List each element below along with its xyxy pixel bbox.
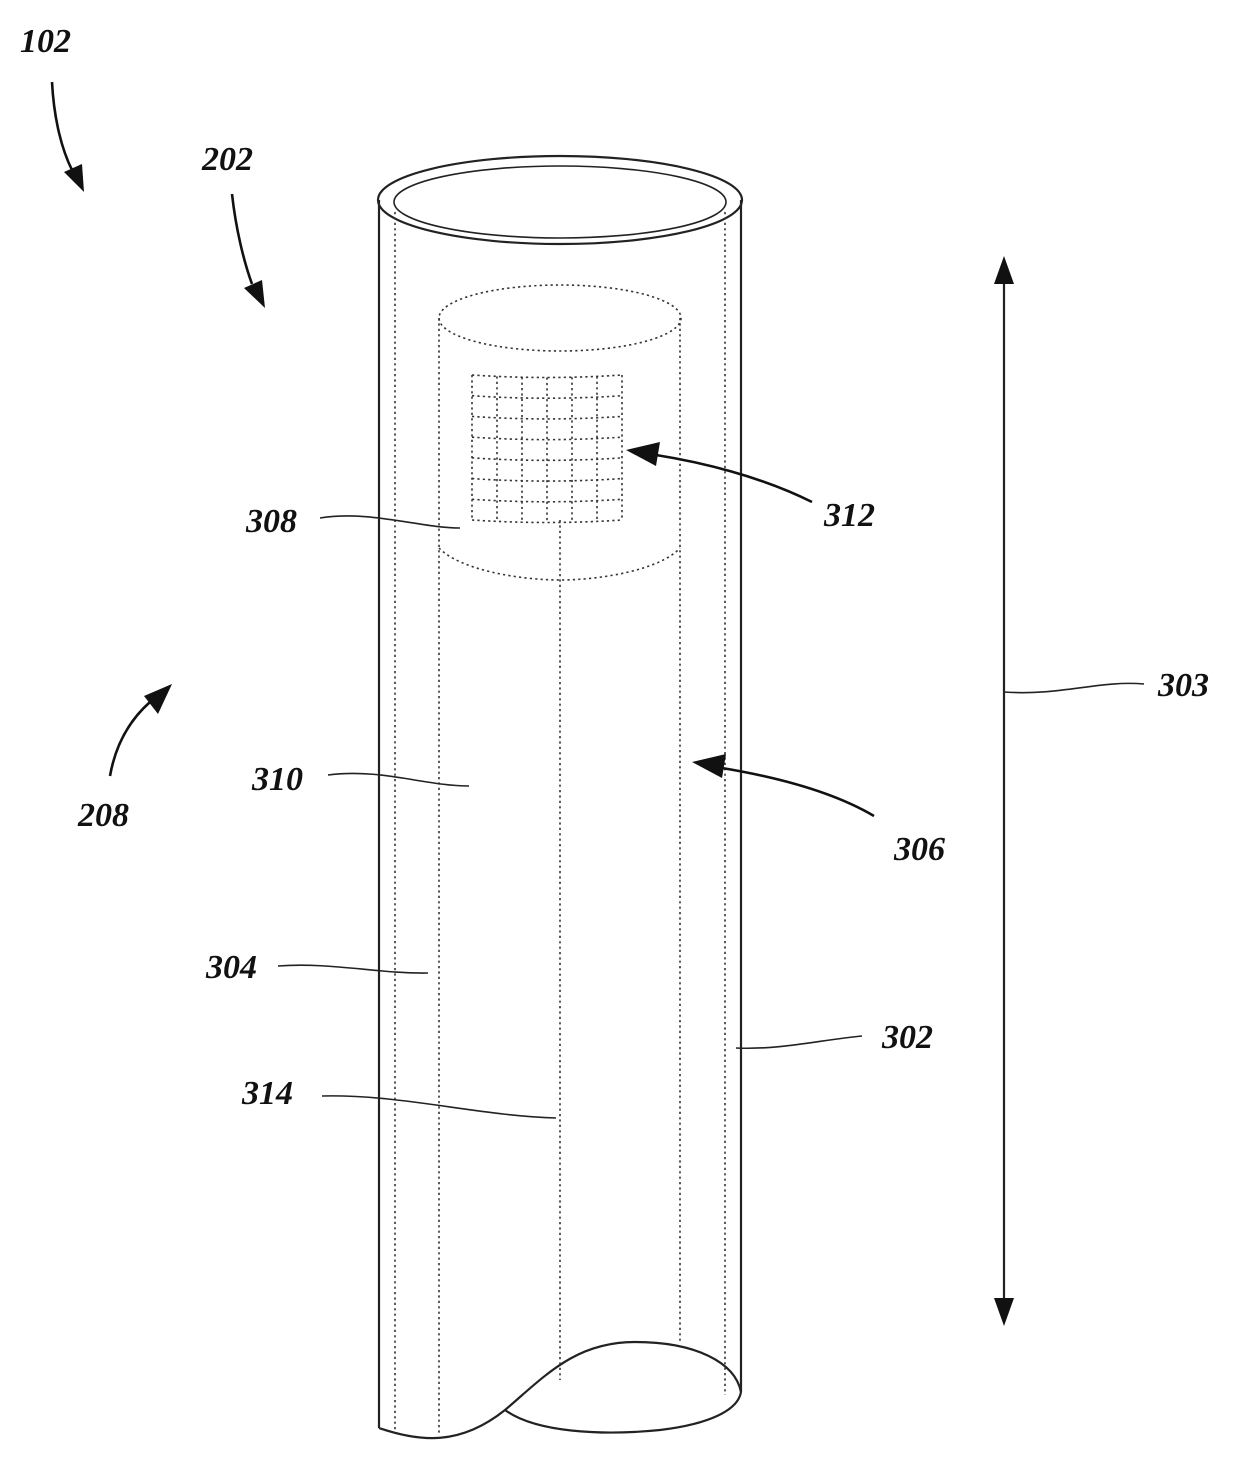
- sensor-grid-row-line: [472, 499, 622, 502]
- outer-tube-broken-bottom: [379, 1342, 741, 1438]
- sensor-grid-row-line: [472, 520, 622, 523]
- sensor-module-top: [439, 285, 681, 351]
- label-308: 308: [245, 503, 297, 540]
- label-306: 306: [893, 831, 945, 868]
- label-302: 302: [881, 1019, 933, 1056]
- label-314: 314: [241, 1075, 293, 1112]
- arrow-312: [626, 442, 812, 502]
- length-dimension-arrow: [994, 256, 1014, 1326]
- dimension-arrowhead-top: [994, 256, 1014, 284]
- outer-tube-top-rim: [378, 156, 742, 244]
- sensor-grid: [472, 375, 622, 523]
- leader-310: [328, 773, 469, 786]
- label-310: 310: [251, 761, 303, 798]
- label-304: 304: [205, 949, 257, 986]
- outer-tube-top-inner-rim: [394, 166, 726, 238]
- arrow-202: [232, 194, 265, 308]
- label-312: 312: [823, 497, 875, 534]
- dimension-arrowhead-bottom: [994, 1298, 1014, 1326]
- label-102: 102: [20, 23, 71, 60]
- label-303: 303: [1157, 667, 1209, 704]
- outer-tube-cut-section: [505, 1392, 741, 1433]
- sensor-module: [439, 285, 681, 580]
- leader-308: [320, 516, 460, 528]
- leader-303: [1004, 683, 1144, 692]
- sensor-grid-row-line: [472, 396, 622, 399]
- arrow-306: [692, 754, 874, 816]
- leader-304: [278, 965, 428, 973]
- leader-302: [736, 1036, 862, 1048]
- label-208: 208: [77, 797, 129, 834]
- arrow-208: [110, 684, 172, 776]
- sensor-grid-row-line: [472, 375, 622, 378]
- label-202: 202: [201, 141, 253, 178]
- arrow-102: [52, 82, 84, 192]
